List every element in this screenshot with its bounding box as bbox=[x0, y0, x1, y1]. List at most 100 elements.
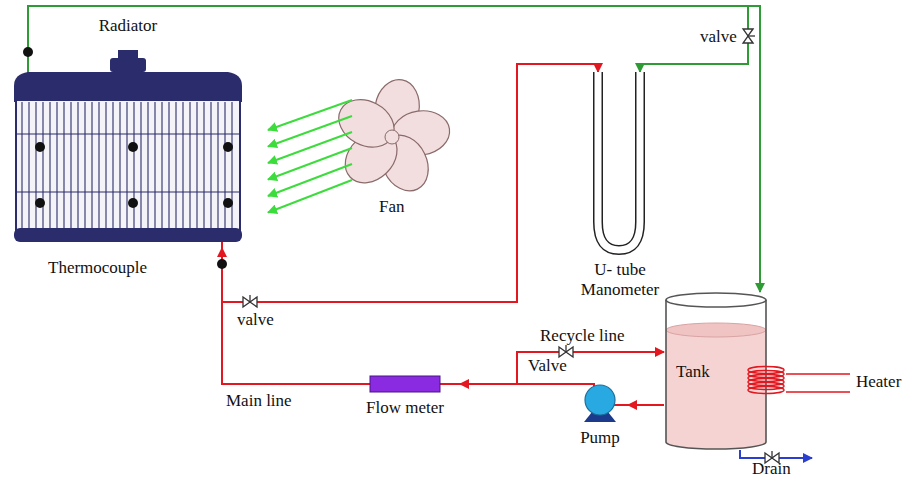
radiator-tube bbox=[16, 192, 240, 193]
tank-liquid bbox=[666, 330, 766, 449]
thermocouple-dot bbox=[223, 142, 233, 152]
tank-shell bbox=[666, 300, 766, 449]
radiator-cap bbox=[118, 50, 138, 58]
radiator-fin bbox=[161, 102, 162, 228]
valve-symbol bbox=[243, 295, 257, 307]
thermocouple-dot bbox=[23, 47, 33, 57]
radiator-fin bbox=[21, 102, 22, 228]
airflow-arrow bbox=[268, 132, 352, 163]
airflow-arrow bbox=[268, 116, 352, 147]
valve-label: Valve bbox=[528, 356, 567, 376]
radiator-fin bbox=[42, 102, 43, 228]
outlet-pipe bbox=[27, 16, 29, 76]
airflow-arrow bbox=[268, 164, 352, 196]
thermocouple-dot bbox=[128, 198, 138, 208]
heater-coil bbox=[748, 387, 784, 394]
node-text: Flow meter bbox=[350, 398, 460, 418]
radiator-fin bbox=[112, 102, 113, 228]
radiator-core bbox=[16, 100, 240, 230]
radiator-fin bbox=[140, 102, 141, 228]
node-label: Radiator bbox=[99, 16, 158, 35]
radiator-fin bbox=[210, 102, 211, 228]
radiator-neck bbox=[110, 58, 146, 72]
valve-symbol bbox=[743, 29, 755, 43]
node-label: Pump bbox=[580, 428, 620, 447]
thermocouple-dot bbox=[35, 198, 45, 208]
radiator-fin bbox=[196, 102, 197, 228]
radiator-fin bbox=[182, 102, 183, 228]
radiator-fin bbox=[49, 102, 50, 228]
valve-half bbox=[743, 36, 753, 43]
valve-half bbox=[250, 297, 257, 307]
radiator-fin bbox=[77, 102, 78, 228]
valve-stem bbox=[748, 35, 755, 36]
radiator-fin bbox=[28, 102, 29, 228]
valve-stem bbox=[565, 345, 566, 352]
pump-outlet bbox=[572, 384, 594, 388]
thermocouple-dot bbox=[128, 142, 138, 152]
fan-blade bbox=[330, 90, 402, 156]
radiator-fin bbox=[105, 102, 106, 228]
pipe-connector bbox=[628, 404, 664, 406]
radiator-fin bbox=[224, 102, 225, 228]
radiator-fin bbox=[119, 102, 120, 228]
pipe-connector bbox=[222, 248, 350, 384]
radiator-fin bbox=[91, 102, 92, 228]
node-label: Tank bbox=[676, 362, 710, 381]
u-tube-bore bbox=[598, 72, 640, 250]
node-drawing bbox=[10, 16, 246, 248]
part-label: Heater bbox=[856, 372, 901, 392]
thermocouple-dot bbox=[217, 259, 227, 269]
radiator-header bbox=[14, 72, 242, 102]
pipe-connector bbox=[517, 352, 664, 384]
valve-stem bbox=[249, 295, 250, 302]
node-label: U- tube Manometer bbox=[581, 260, 659, 299]
pipe-label: Main line bbox=[226, 391, 292, 411]
radiator-fin bbox=[168, 102, 169, 228]
part-label: Fan bbox=[379, 197, 405, 217]
node-text: Radiator bbox=[10, 16, 246, 36]
valve-label: valve bbox=[700, 27, 737, 47]
part-label: Drain bbox=[752, 461, 791, 477]
heater-wire bbox=[786, 374, 850, 392]
node-text: Pump bbox=[572, 428, 628, 448]
flow-meter: Flow meter bbox=[350, 374, 460, 420]
valve-symbol bbox=[559, 345, 573, 357]
radiator-fin bbox=[154, 102, 155, 228]
radiator-fin bbox=[35, 102, 36, 228]
radiator-fin bbox=[175, 102, 176, 228]
valve-stem bbox=[771, 451, 772, 458]
radiator-fin bbox=[231, 102, 232, 228]
u-tube-wall bbox=[598, 72, 640, 250]
airflow-arrow bbox=[268, 100, 352, 130]
airflow-arrow bbox=[268, 148, 352, 180]
tank: Tank bbox=[664, 292, 768, 452]
node-text: U- tube Manometer bbox=[568, 260, 672, 299]
radiator-fin bbox=[217, 102, 218, 228]
node-text: Tank bbox=[664, 362, 768, 382]
pipe-label: Recycle line bbox=[540, 326, 625, 346]
radiator-fin bbox=[84, 102, 85, 228]
radiator-fin bbox=[133, 102, 134, 228]
part-label: Thermocouple bbox=[48, 258, 147, 278]
pump-casing bbox=[585, 385, 615, 415]
thermocouple-dot bbox=[35, 142, 45, 152]
pipe-connector bbox=[28, 6, 748, 72]
radiator-fin bbox=[98, 102, 99, 228]
radiator: Radiator bbox=[10, 16, 246, 248]
radiator-fin bbox=[56, 102, 57, 228]
radiator-fin bbox=[126, 102, 127, 228]
u-tube-manometer: U- tube Manometer bbox=[568, 72, 672, 304]
pump: Pump bbox=[572, 374, 628, 454]
radiator-tube bbox=[16, 134, 240, 135]
flow-meter-body bbox=[370, 376, 440, 392]
radiator-fin bbox=[189, 102, 190, 228]
fan-hub bbox=[385, 130, 399, 144]
liquid-surface bbox=[666, 323, 766, 337]
radiator-fin bbox=[203, 102, 204, 228]
valve-half bbox=[566, 347, 573, 357]
thermocouple-dot bbox=[223, 198, 233, 208]
tank-rim bbox=[666, 293, 766, 307]
